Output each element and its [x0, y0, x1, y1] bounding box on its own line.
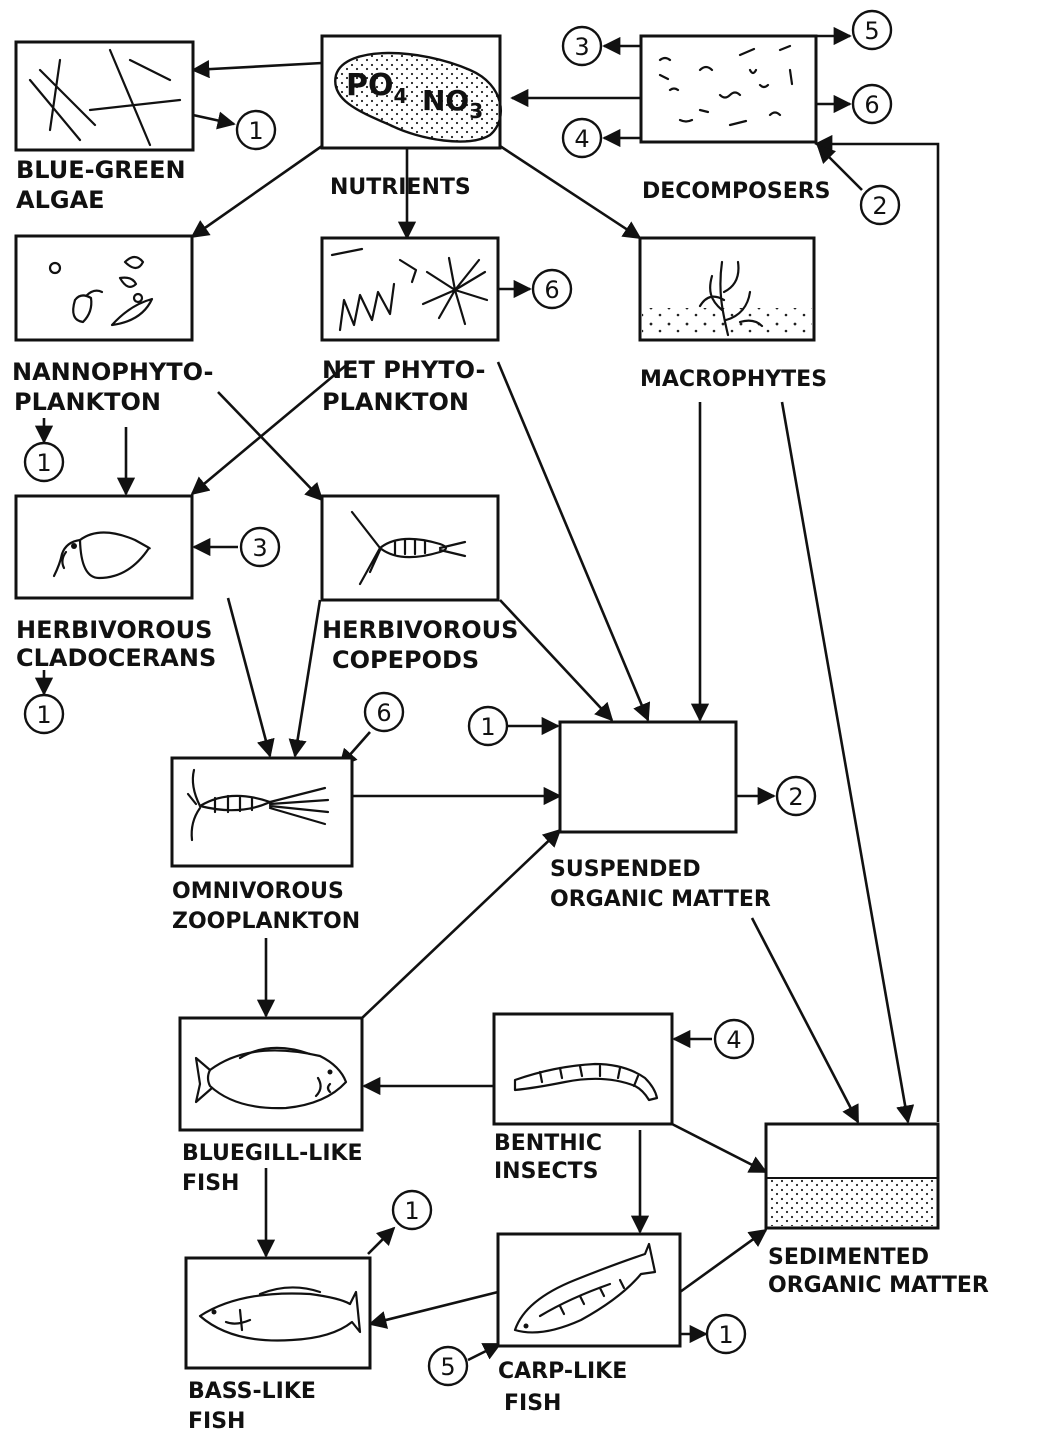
connector-decomp-in-4: 4 — [563, 119, 601, 157]
svg-text:1: 1 — [404, 1197, 419, 1225]
connector-decomp-in-3: 3 — [563, 27, 601, 65]
bluegill-label-line1: BLUEGILL-LIKE — [182, 1141, 363, 1166]
nutrients-label: NUTRIENTS — [330, 175, 471, 200]
bass-label-line2: FISH — [188, 1409, 245, 1434]
benthic-label-line1: BENTHIC — [494, 1131, 602, 1156]
arrow-copepods-to-omni — [295, 600, 320, 756]
bass-label-line1: BASS-LIKE — [188, 1379, 316, 1404]
connector-susp-out-2: 2 — [777, 777, 815, 815]
blue-green-algae-node: BLUE-GREEN ALGAE — [16, 42, 193, 214]
cope-label-line2: COPEPODS — [332, 646, 479, 674]
bluegill-fish-node: BLUEGILL-LIKE FISH — [180, 1018, 363, 1196]
svg-text:2: 2 — [872, 192, 887, 220]
arrow-carp-to-sedimented — [680, 1230, 766, 1292]
benthic-label-line2: INSECTS — [494, 1159, 598, 1184]
cope-label-line1: HERBIVOROUS — [322, 616, 518, 644]
arrow-bass-out-1 — [368, 1228, 394, 1254]
arrow-benthic-to-sedimented — [672, 1124, 766, 1172]
decomposers-node: DECOMPOSERS — [641, 36, 831, 204]
netphyto-label-line1: NET PHYTO- — [322, 356, 485, 384]
arrow-cladocerans-to-omni — [228, 598, 270, 756]
omnivorous-zooplankton-node: OMNIVOROUS ZOOPLANKTON — [172, 758, 360, 934]
susp-label-line2: ORGANIC MATTER — [550, 887, 771, 912]
arrow-nutrients-to-nanno — [192, 146, 322, 237]
connector-omni-in-6: 6 — [365, 693, 403, 731]
connector-decomp-in-2: 2 — [861, 186, 899, 224]
benthic-insects-node: BENTHIC INSECTS — [494, 1014, 672, 1184]
arrow-carp-in-5 — [468, 1344, 500, 1360]
net-phytoplankton-node: NET PHYTO- PLANKTON — [322, 238, 498, 416]
arrow-suspended-to-sedimented — [752, 918, 858, 1122]
macrophytes-node: MACROPHYTES — [640, 238, 827, 392]
svg-text:6: 6 — [376, 699, 391, 727]
connector-algae-out: 1 — [237, 111, 275, 149]
clado-label-line1: HERBIVOROUS — [16, 616, 212, 644]
svg-text:3: 3 — [252, 534, 267, 562]
arrow-netphyto-to-suspended — [498, 362, 648, 720]
arrow-nutrients-to-macrophytes — [500, 146, 640, 238]
connector-bass-out-1: 1 — [393, 1191, 431, 1229]
nanno-label-line1: NANNOPHYTO- — [12, 358, 213, 386]
connector-clado-out-1: 1 — [25, 695, 63, 733]
svg-text:6: 6 — [864, 91, 879, 119]
connector-susp-in-1: 1 — [469, 707, 507, 745]
bluegill-label-line2: FISH — [182, 1171, 239, 1196]
connector-decomp-out-5: 5 — [853, 11, 891, 49]
carp-fish-node: CARP-LIKE FISH — [498, 1234, 680, 1416]
omni-label-line1: OMNIVOROUS — [172, 879, 344, 904]
connector-netphyto-out-6: 6 — [533, 270, 571, 308]
omni-label-line2: ZOOPLANKTON — [172, 909, 360, 934]
algae-label-line1: BLUE-GREEN — [16, 156, 186, 184]
svg-text:1: 1 — [718, 1321, 733, 1349]
connector-benthic-in-4: 4 — [715, 1020, 753, 1058]
herbivorous-cladocerans-node: HERBIVOROUS CLADOCERANS — [16, 496, 216, 672]
arrow-nanno-to-copepods — [218, 392, 322, 500]
svg-text:4: 4 — [726, 1026, 741, 1054]
arrow-nutrients-to-algae — [193, 63, 322, 70]
algae-label-line2: ALGAE — [16, 186, 105, 214]
decomposers-label: DECOMPOSERS — [642, 179, 831, 204]
bass-fish-node: BASS-LIKE FISH — [186, 1258, 370, 1434]
nanno-label-line2: PLANKTON — [14, 388, 161, 416]
svg-text:4: 4 — [574, 125, 589, 153]
sedimented-organic-matter-node: SEDIMENTED ORGANIC MATTER — [766, 1124, 989, 1298]
carp-label-line1: CARP-LIKE — [498, 1359, 627, 1384]
connector-carp-in-5: 5 — [429, 1347, 467, 1385]
herbivorous-copepods-node: HERBIVOROUS COPEPODS — [322, 496, 518, 674]
connector-clado-in-3: 3 — [241, 528, 279, 566]
sed-label-line2: ORGANIC MATTER — [768, 1273, 989, 1298]
arrow-sedimented-to-decomposers — [816, 144, 938, 1122]
suspended-organic-matter-node: SUSPENDED ORGANIC MATTER — [550, 722, 771, 912]
carp-label-line2: FISH — [504, 1391, 561, 1416]
svg-text:5: 5 — [864, 17, 879, 45]
svg-text:1: 1 — [480, 713, 495, 741]
svg-text:1: 1 — [36, 449, 51, 477]
arrow-carp-to-bass — [370, 1292, 498, 1324]
macrophytes-label: MACROPHYTES — [640, 367, 827, 392]
arrow-bluegill-to-suspended — [362, 830, 560, 1018]
clado-label-line2: CLADOCERANS — [16, 644, 216, 672]
connector-decomp-out-6: 6 — [853, 85, 891, 123]
nannophytoplankton-node: NANNOPHYTO- PLANKTON — [12, 236, 213, 416]
connector-carp-out-1: 1 — [707, 1315, 745, 1353]
svg-text:1: 1 — [36, 701, 51, 729]
nutrients-node: PO4 NO3 NUTRIENTS — [322, 36, 501, 200]
svg-text:3: 3 — [574, 33, 589, 61]
svg-text:6: 6 — [544, 276, 559, 304]
svg-text:2: 2 — [788, 783, 803, 811]
netphyto-label-line2: PLANKTON — [322, 388, 469, 416]
sed-label-line1: SEDIMENTED — [768, 1245, 929, 1270]
svg-text:5: 5 — [440, 1353, 455, 1381]
connector-nanno-out-1: 1 — [25, 443, 63, 481]
susp-label-line1: SUSPENDED — [550, 857, 701, 882]
svg-text:1: 1 — [248, 117, 263, 145]
arrow-algae-out-1 — [193, 115, 234, 124]
